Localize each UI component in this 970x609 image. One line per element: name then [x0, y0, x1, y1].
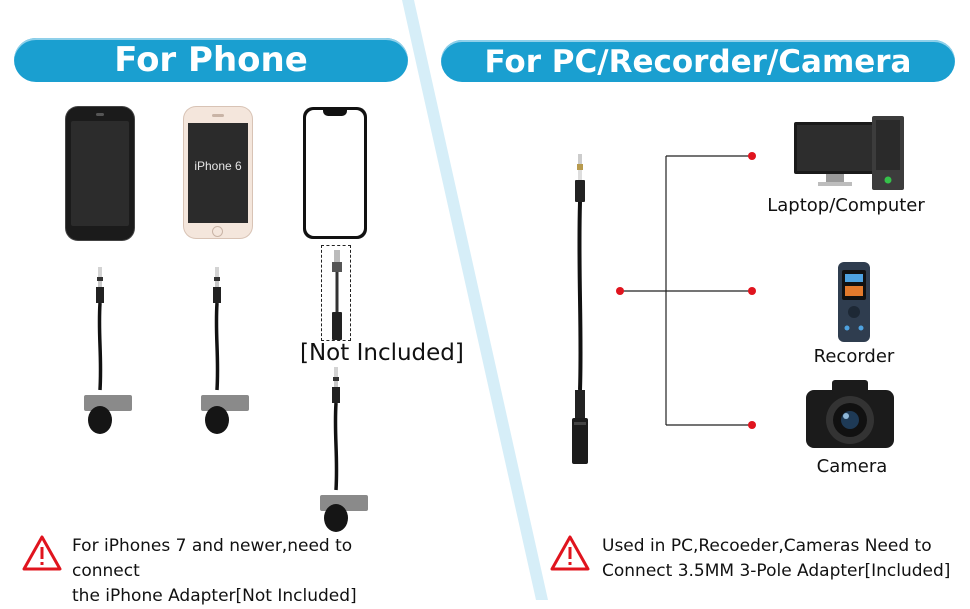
device-label-camera: Camera: [816, 456, 888, 477]
lapel-mic-2: [201, 267, 249, 434]
device-label-computer: Laptop/Computer: [767, 195, 925, 216]
warning-triangle-icon: [550, 535, 590, 571]
not-included-label: [Not Included]: [300, 340, 464, 366]
audio-cable: [572, 154, 588, 464]
pc-warning-text: Used in PC,Recoeder,Cameras Need to Conn…: [602, 534, 962, 584]
device-label-recorder: Recorder: [813, 346, 895, 367]
pc-warning-line-1: Used in PC,Recoeder,Cameras Need to: [602, 536, 932, 556]
phone-warning-line-1: For iPhones 7 and newer,need to connect: [72, 536, 353, 581]
lapel-mic-3: [320, 367, 368, 532]
warning-triangle-icon: [22, 535, 62, 571]
camera-icon: [806, 380, 894, 448]
pc-warning-line-2: Connect 3.5MM 3-Pole Adapter[Included]: [602, 561, 951, 581]
for-pc-banner: For PC/Recorder/Camera: [441, 40, 955, 82]
phone-screen-text: iPhone 6: [194, 159, 242, 173]
lapel-mic-1: [84, 267, 132, 434]
iphone-adapter-box: [321, 245, 351, 341]
recorder-icon: [838, 262, 870, 342]
computer-icon: [794, 116, 904, 190]
for-phone-banner: For Phone: [14, 38, 408, 82]
iphone-x: [303, 107, 367, 239]
iphone-6: iPhone 6: [184, 107, 252, 238]
android-phone: [66, 107, 134, 240]
